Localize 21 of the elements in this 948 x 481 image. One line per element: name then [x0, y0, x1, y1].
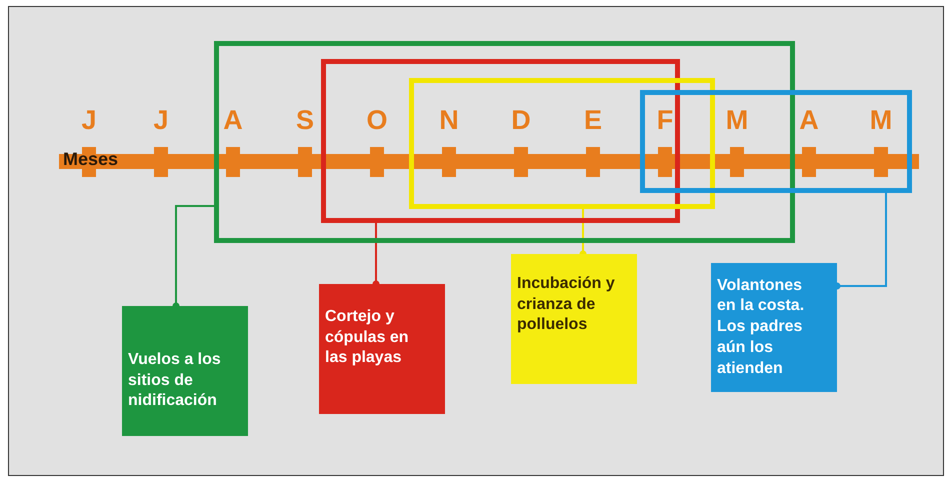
- period-frame: [321, 59, 680, 223]
- period-frame: [409, 78, 715, 209]
- stage-card: Incubación y crianza de polluelos: [511, 254, 637, 384]
- month-label: M: [868, 105, 894, 136]
- month-label: A: [798, 105, 820, 136]
- period-frame: [214, 41, 795, 243]
- month-label: M: [724, 105, 750, 136]
- stage-card: Cortejo y cópulas en las playas: [319, 284, 445, 414]
- month-label: S: [294, 105, 315, 136]
- month-label: A: [222, 105, 244, 136]
- stage-card: Volantones en la costa. Los padres aún los atienden: [711, 263, 837, 392]
- month-label: J: [152, 105, 170, 136]
- month-label: E: [582, 105, 603, 136]
- month-label: N: [438, 105, 460, 136]
- month-label: F: [656, 105, 674, 136]
- stage-card: Vuelos a los sitios de nidificación: [122, 306, 248, 436]
- month-label: J: [80, 105, 98, 136]
- axis-title: Meses: [63, 149, 118, 170]
- month-label: O: [365, 105, 388, 136]
- period-frame: [640, 90, 912, 193]
- month-label: D: [510, 105, 532, 136]
